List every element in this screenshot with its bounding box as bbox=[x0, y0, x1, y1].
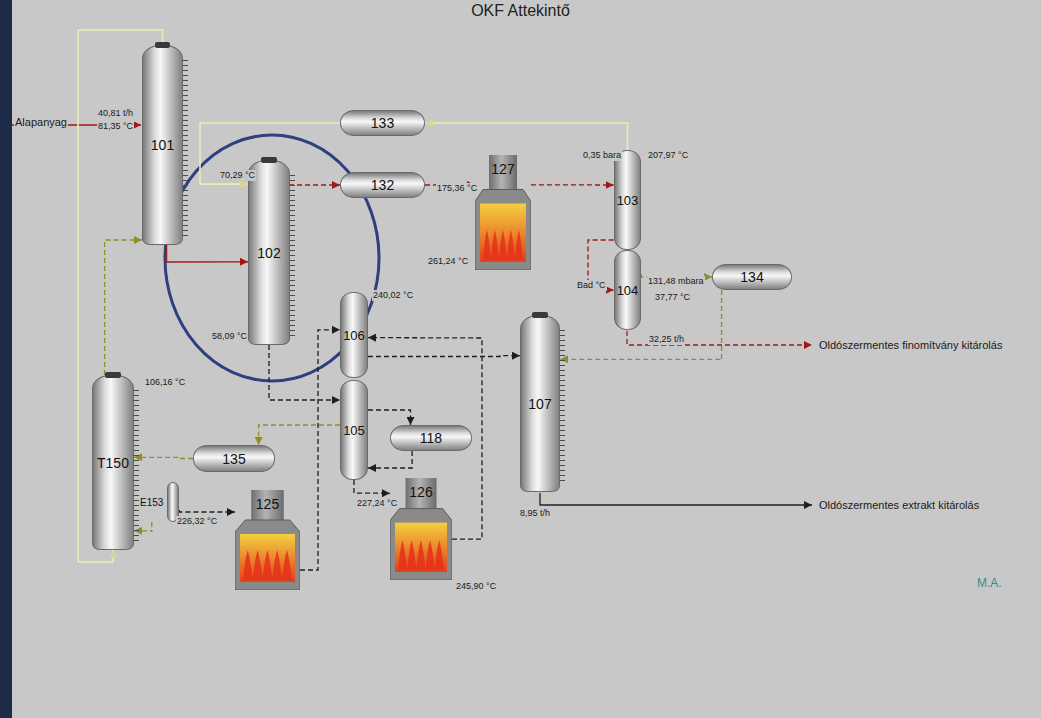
tray-scale bbox=[134, 390, 139, 541]
process-value: 81,35 °C bbox=[97, 121, 134, 132]
process-stream bbox=[300, 330, 340, 570]
column-cap bbox=[155, 42, 171, 48]
drum-vessel: 103 bbox=[614, 150, 642, 250]
vessel-tag: 105 bbox=[343, 423, 365, 438]
process-stream bbox=[531, 184, 614, 185]
extract-line bbox=[540, 493, 812, 505]
process-value: 58,09 °C bbox=[211, 331, 248, 342]
process-stream bbox=[368, 451, 412, 468]
title-text: OKF Attekintő bbox=[471, 2, 570, 19]
vessel-tag: 102 bbox=[257, 245, 280, 261]
vessel-tag: 133 bbox=[371, 115, 394, 131]
drum-vessel: 133 bbox=[340, 110, 425, 136]
process-stream bbox=[290, 183, 340, 185]
drum-vessel: 104 bbox=[614, 250, 642, 330]
highlight-ellipse bbox=[165, 135, 379, 381]
furnace: 127 bbox=[475, 155, 531, 270]
vessel-tag: 107 bbox=[528, 396, 551, 412]
process-value: 131,48 mbara bbox=[647, 276, 705, 287]
vessel-tag: 125 bbox=[256, 496, 279, 512]
vessel-tag: 118 bbox=[420, 430, 442, 446]
vessel-tag: 134 bbox=[740, 269, 763, 285]
column-cap bbox=[532, 312, 547, 318]
furnace: 126 bbox=[390, 478, 452, 580]
vessel-tag: 106 bbox=[343, 328, 365, 343]
vessel-tag: 135 bbox=[222, 451, 245, 467]
process-value: 37,77 °C bbox=[654, 292, 691, 303]
heat-exchanger: E153 bbox=[140, 482, 179, 522]
raffinate-line bbox=[627, 331, 812, 345]
vessel-tag: 103 bbox=[617, 193, 639, 208]
process-value: 227,24 °C bbox=[356, 498, 398, 509]
process-value: 240,02 °C bbox=[372, 290, 414, 301]
column-vessel: 102 bbox=[248, 160, 290, 345]
process-value: 175,36 °C bbox=[436, 183, 478, 194]
column-cap bbox=[261, 157, 277, 163]
furnace: 125 bbox=[235, 490, 300, 590]
drum-vessel: 135 bbox=[193, 445, 275, 472]
stream-name: Alapanyag bbox=[14, 116, 68, 129]
process-stream bbox=[259, 425, 340, 445]
tray-scale bbox=[560, 330, 565, 483]
author-mark: M.A. bbox=[976, 576, 1003, 590]
vessel-tag: E153 bbox=[140, 497, 163, 508]
process-value: 0,35 bara bbox=[582, 150, 622, 161]
process-value: 261,24 °C bbox=[427, 256, 469, 267]
column-vessel: 107 bbox=[520, 315, 560, 492]
side-bar bbox=[0, 0, 12, 718]
process-stream bbox=[368, 355, 520, 357]
process-value: 70,29 °C bbox=[219, 170, 256, 181]
drum-vessel: 118 bbox=[390, 425, 472, 451]
page-title: OKF Attekintő bbox=[0, 2, 1041, 20]
process-value: 40,81 t/h bbox=[97, 108, 134, 119]
process-stream bbox=[167, 245, 248, 262]
column-cap bbox=[105, 372, 121, 378]
process-stream bbox=[105, 240, 142, 375]
process-value: 8,95 t/h bbox=[519, 508, 551, 519]
vessel-tag: 104 bbox=[617, 283, 639, 298]
process-stream bbox=[354, 480, 390, 493]
tray-scale bbox=[183, 60, 188, 236]
stream-name: Oldószermentes finomítvány kitárolás bbox=[818, 339, 1003, 352]
tray-scale bbox=[290, 175, 295, 336]
process-stream bbox=[269, 345, 340, 400]
stream-name: Oldószermentes extrakt kitárolás bbox=[818, 499, 980, 512]
process-stream bbox=[425, 122, 628, 150]
process-value: 245,90 °C bbox=[455, 581, 497, 592]
process-stream bbox=[368, 410, 411, 425]
drum-vessel: 106 bbox=[340, 292, 368, 378]
process-stream bbox=[134, 457, 193, 458]
vessel-tag: 126 bbox=[409, 484, 432, 500]
process-value: 32,25 t/h bbox=[648, 334, 685, 345]
process-value: 226,32 °C bbox=[176, 516, 218, 527]
process-value: 106,16 °C bbox=[144, 377, 186, 388]
vessel-tag: 101 bbox=[151, 137, 174, 153]
process-stream bbox=[179, 510, 235, 512]
drum-vessel: 105 bbox=[340, 380, 368, 480]
drum-vessel: 134 bbox=[712, 264, 792, 290]
vessel-tag: 127 bbox=[491, 161, 514, 177]
vessel-tag: 132 bbox=[371, 177, 394, 193]
process-value: 207,97 °C bbox=[647, 150, 689, 161]
vessel-tag: T150 bbox=[97, 455, 129, 471]
column-vessel: 101 bbox=[142, 45, 183, 245]
process-value: Bad °C bbox=[576, 280, 607, 291]
column-vessel: T150 bbox=[92, 375, 134, 550]
drum-vessel: 132 bbox=[340, 172, 425, 198]
